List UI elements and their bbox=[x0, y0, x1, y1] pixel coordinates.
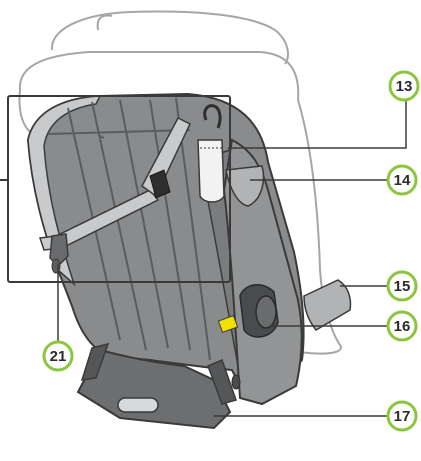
leader-lines bbox=[57, 100, 407, 417]
callout-17: 17 bbox=[386, 400, 418, 432]
callout-13-ring bbox=[388, 70, 420, 102]
callout-21: 21 bbox=[42, 340, 74, 372]
level-indicator bbox=[217, 314, 239, 334]
harness-inset-frame bbox=[7, 95, 231, 283]
callout-15: 15 bbox=[386, 270, 418, 302]
callout-14-ring bbox=[386, 164, 418, 196]
callout-13-label: 13 bbox=[396, 78, 413, 95]
callout-17-label: 17 bbox=[394, 408, 411, 425]
seat-base-foot bbox=[76, 342, 241, 430]
callout-16-label: 16 bbox=[394, 318, 411, 335]
callout-21-ring bbox=[42, 340, 74, 372]
callout-21-label: 21 bbox=[50, 348, 67, 365]
callout-17-ring bbox=[386, 400, 418, 432]
callout-15-label: 15 bbox=[394, 278, 411, 295]
callout-14-label: 14 bbox=[394, 172, 411, 189]
seat-outline-ghost bbox=[18, 10, 342, 355]
recline-knob bbox=[239, 284, 279, 338]
callout-16-ring bbox=[386, 310, 418, 342]
callout-16: 16 bbox=[386, 310, 418, 342]
shell-left-rim bbox=[27, 95, 102, 287]
harness-straps bbox=[38, 117, 191, 274]
harness-adjuster-tag bbox=[197, 104, 225, 203]
callout-14: 14 bbox=[386, 164, 418, 196]
callout-13: 13 bbox=[388, 70, 420, 102]
side-wing-tab bbox=[303, 279, 352, 331]
callout-15-ring bbox=[386, 270, 418, 302]
